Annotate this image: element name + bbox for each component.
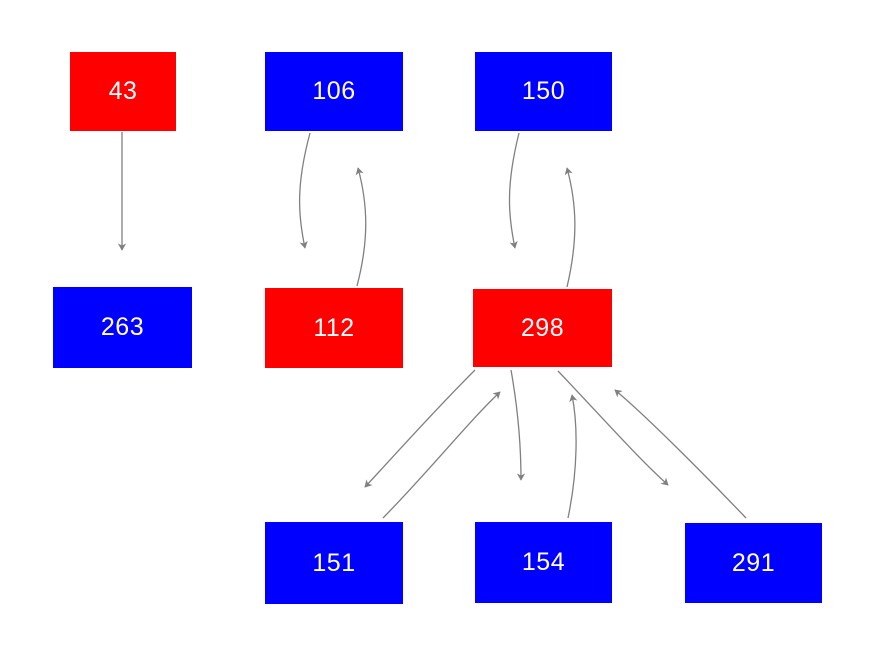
node-label-106: 106 <box>312 77 356 105</box>
node-150[interactable]: 150 <box>475 52 612 131</box>
node-label-263: 263 <box>100 313 145 341</box>
node-112[interactable]: 112 <box>265 288 403 368</box>
node-291[interactable]: 291 <box>685 523 822 603</box>
node-151[interactable]: 151 <box>265 522 403 604</box>
edge-106-to-112 <box>298 132 311 249</box>
node-154[interactable]: 154 <box>475 522 612 603</box>
edge-150-to-298 <box>508 132 520 249</box>
edge-298-to-154 <box>510 369 526 481</box>
node-label-151: 151 <box>312 548 356 577</box>
edge-298-to-291 <box>557 370 669 486</box>
node-43[interactable]: 43 <box>70 52 176 131</box>
edge-154-to-298 <box>567 394 578 519</box>
node-label-154: 154 <box>521 548 566 576</box>
node-263[interactable]: 263 <box>53 287 192 368</box>
edges-group <box>117 132 747 519</box>
node-label-298: 298 <box>520 313 565 342</box>
node-106[interactable]: 106 <box>265 52 403 131</box>
edge-112-to-106 <box>355 167 367 287</box>
edge-298-to-151 <box>364 369 476 488</box>
node-label-112: 112 <box>313 313 355 342</box>
node-298[interactable]: 298 <box>473 289 612 367</box>
node-label-291: 291 <box>731 548 776 577</box>
node-label-150: 150 <box>521 77 566 105</box>
edge-298-to-150 <box>564 167 576 288</box>
node-label-43: 43 <box>108 77 138 105</box>
edge-151-to-298 <box>382 391 501 519</box>
edge-291-to-298 <box>614 389 747 519</box>
